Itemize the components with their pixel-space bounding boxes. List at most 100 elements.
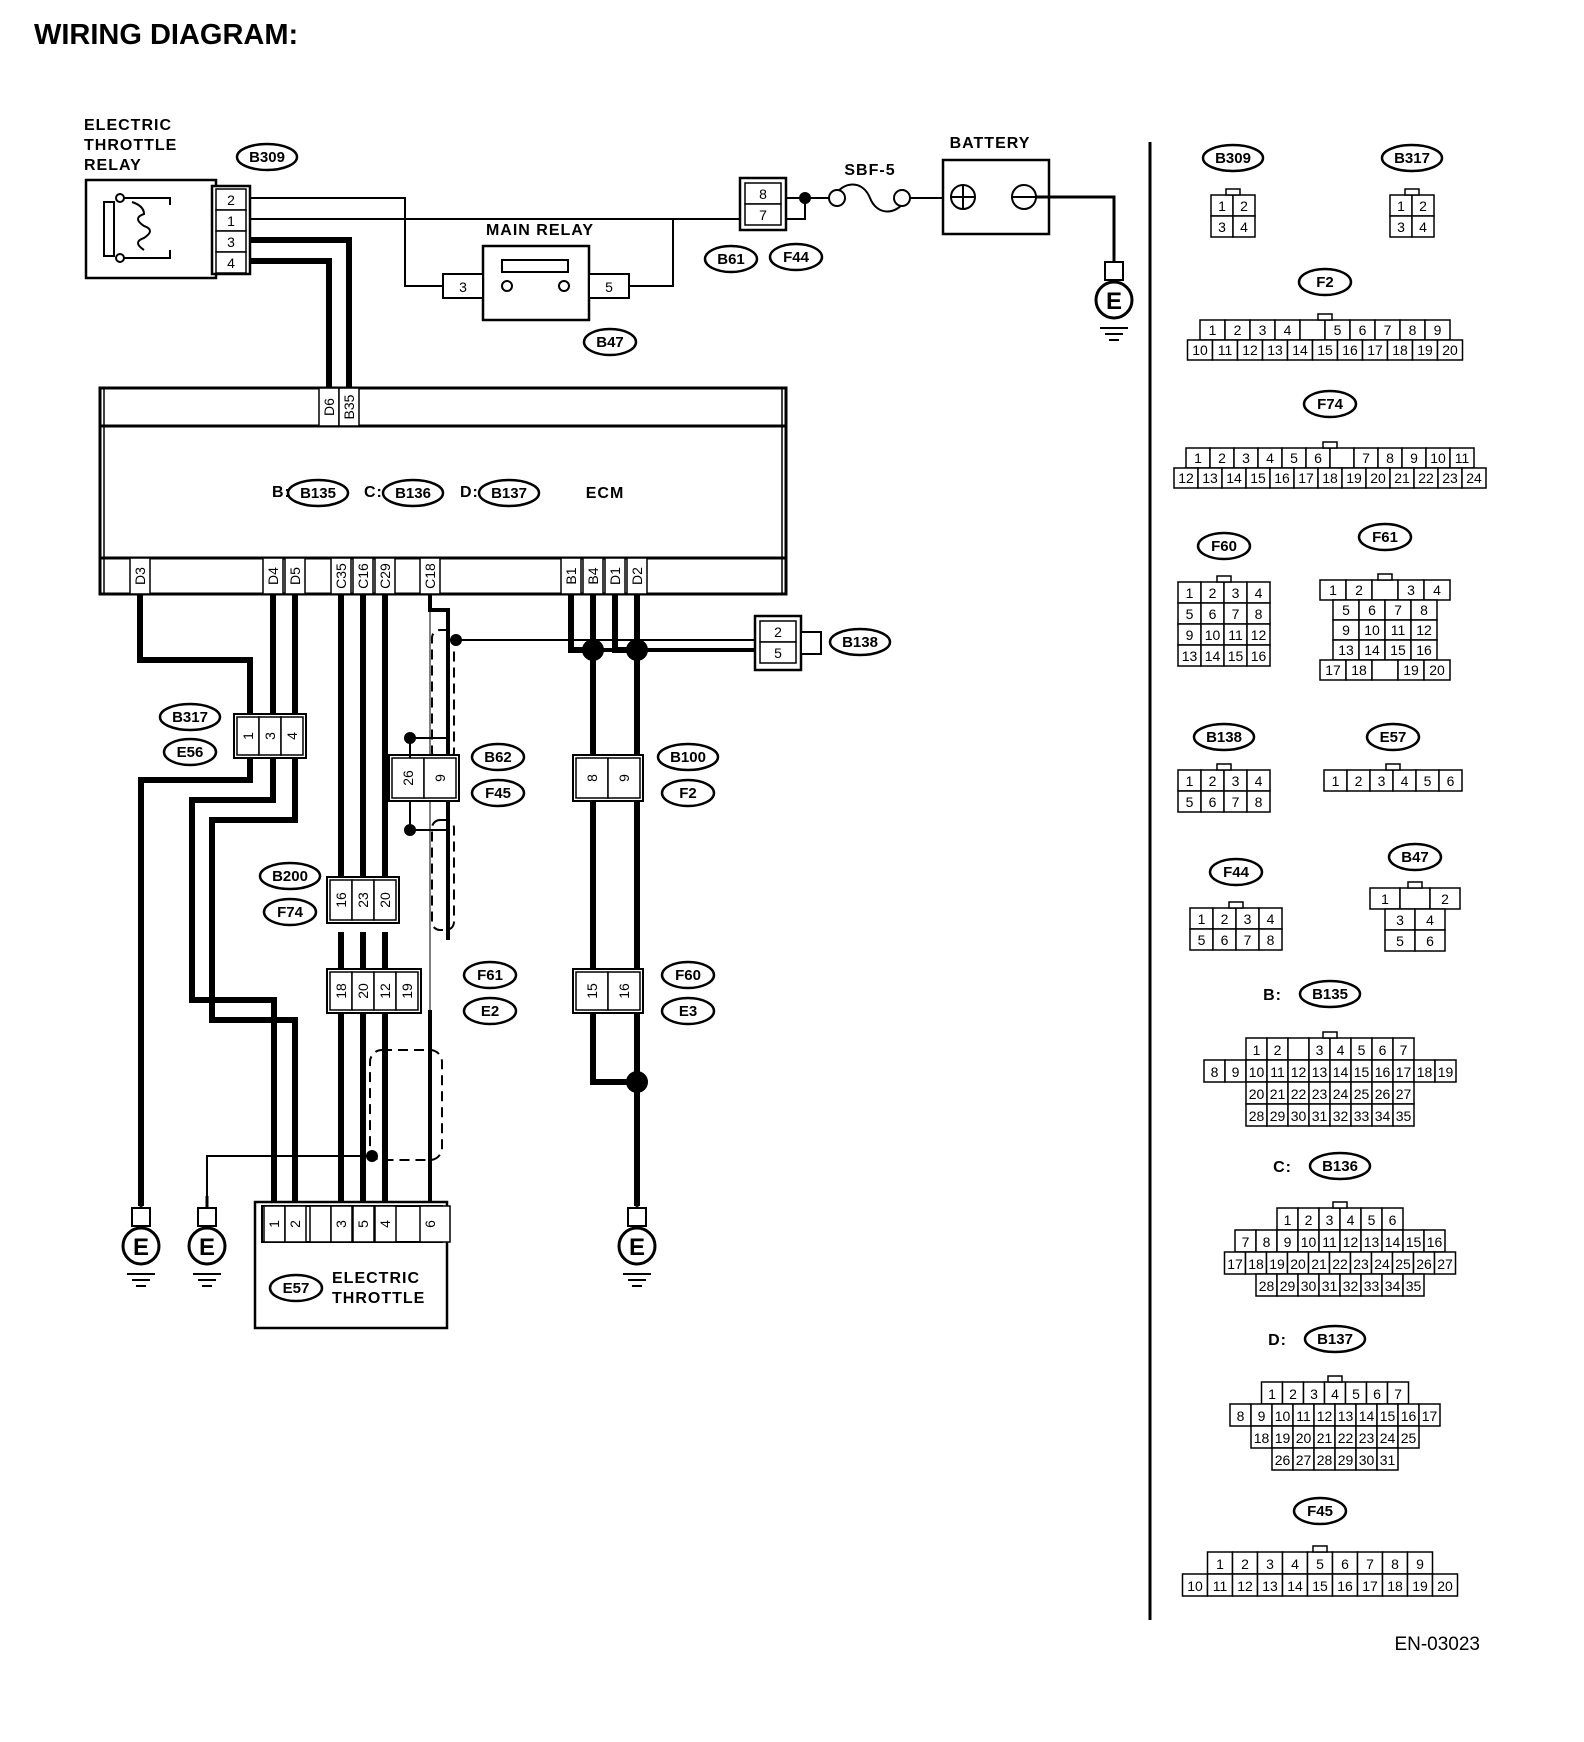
- face-f60-pin: 6: [1209, 606, 1217, 622]
- face-f44-pin: 6: [1221, 932, 1229, 948]
- face-b309-pin: 1: [1218, 198, 1226, 214]
- face-b135-pin: 26: [1375, 1086, 1391, 1102]
- face-b135-pin: 4: [1337, 1042, 1345, 1058]
- face-f60-pin: 12: [1251, 627, 1267, 643]
- face-f74-pin: 19: [1346, 470, 1362, 486]
- relay-pin: 2: [227, 192, 235, 208]
- ecm-top-pin: D6: [321, 398, 337, 416]
- relay-terminal: [115, 193, 125, 203]
- face-b317-badge: [1380, 143, 1444, 173]
- b135-ecm-badge: [286, 478, 350, 508]
- face-f74-pin: 8: [1386, 450, 1394, 466]
- face-e57-pin: 5: [1424, 773, 1432, 789]
- face-b135-pin: 9: [1232, 1064, 1240, 1080]
- face-e57-pin: 4: [1401, 773, 1409, 789]
- fuse-symbol: [832, 183, 908, 213]
- face-b135-pin: 35: [1396, 1108, 1412, 1124]
- face-f45-pin: 7: [1366, 1556, 1374, 1572]
- face-b135-pin: 5: [1358, 1042, 1366, 1058]
- face-f74-pin: 22: [1418, 470, 1434, 486]
- face-b136-pin: 24: [1374, 1256, 1390, 1272]
- ecm-bottom-pin: D5: [287, 567, 303, 585]
- face-f60-pin: 5: [1186, 606, 1194, 622]
- face-b136-pin: 35: [1406, 1278, 1422, 1294]
- face-b137-pin: 17: [1422, 1408, 1438, 1424]
- face-b137-pin: 11: [1296, 1408, 1311, 1424]
- battery-plus-sign: [951, 185, 975, 209]
- f74-label: F74: [277, 904, 304, 921]
- face-b135-pin: 17: [1396, 1064, 1412, 1080]
- face-f2-label: F2: [1316, 274, 1334, 291]
- face-b317-pin: 2: [1419, 198, 1427, 214]
- ecm-c-prefix: C:: [364, 484, 383, 501]
- face-e57-label: E57: [1380, 729, 1407, 746]
- ground-f60: E: [617, 1196, 657, 1287]
- face-f74-pin: 17: [1298, 470, 1314, 486]
- face-b135-pin: 32: [1333, 1108, 1349, 1124]
- face-f44-pin: 2: [1221, 911, 1229, 927]
- face-b135-cell: [1434, 1059, 1457, 1083]
- b62-label: B62: [484, 749, 512, 766]
- face-f60-pin: 13: [1182, 648, 1198, 664]
- b317-label: B317: [172, 709, 208, 726]
- face-b135-label: B135: [1312, 986, 1348, 1003]
- face-f74-label: F74: [1317, 396, 1344, 413]
- face-f45-pin: 18: [1387, 1578, 1403, 1594]
- face-f60-pin: 11: [1228, 627, 1243, 643]
- face-b138-pin: 5: [1186, 794, 1194, 810]
- face-b309-pin: 4: [1240, 219, 1248, 235]
- face-b317-label: B317: [1394, 150, 1430, 167]
- e57-pin: 5: [355, 1220, 371, 1228]
- face-f74-pin: 21: [1394, 470, 1410, 486]
- face-f61-pin: 6: [1368, 602, 1376, 618]
- face-f45-pin: 13: [1262, 1578, 1278, 1594]
- face-e57-badge: [1365, 722, 1421, 752]
- face-f74-pin: 12: [1178, 470, 1194, 486]
- e2-badge: [462, 996, 518, 1026]
- face-f61-pin: 13: [1338, 642, 1354, 658]
- e2-label: E2: [481, 1003, 499, 1020]
- face-b137-cell: [1376, 1447, 1399, 1471]
- face-f2-pin: 6: [1359, 322, 1367, 338]
- face-b136-pin: 32: [1343, 1278, 1359, 1294]
- f61-badge: [462, 960, 518, 990]
- face-f44-pin: 1: [1198, 911, 1206, 927]
- face-f61-pin: 19: [1403, 662, 1419, 678]
- face-b47-label: B47: [1401, 849, 1429, 866]
- face-f74-pin: 24: [1466, 470, 1482, 486]
- ecm-top-pin-cell: [338, 387, 360, 427]
- face-f74-pin: 16: [1274, 470, 1290, 486]
- face-b136-pin: 9: [1284, 1234, 1292, 1250]
- face-f44-pin: 3: [1244, 911, 1252, 927]
- face-b136-pin: 14: [1385, 1234, 1401, 1250]
- face-b136-pin: 3: [1326, 1212, 1334, 1228]
- face-f44-key: [1228, 901, 1244, 909]
- face-f61-pin: 2: [1355, 582, 1363, 598]
- face-f61-badge: [1357, 522, 1413, 552]
- b137-ecm-label: B137: [491, 485, 527, 502]
- face-b138-key: [1216, 763, 1232, 771]
- ground-battery: E: [1094, 250, 1134, 341]
- e56-label: E56: [177, 744, 204, 761]
- face-f45-pin: 11: [1213, 1578, 1228, 1594]
- shield-f45: [431, 819, 455, 931]
- face-f60-pin: 1: [1186, 585, 1194, 601]
- face-b136-prefix: C:: [1273, 1159, 1292, 1176]
- b135-ecm-label: B135: [300, 485, 336, 502]
- face-f74-cell: [1461, 467, 1487, 489]
- face-f74-pin: 5: [1290, 450, 1298, 466]
- face-f45-pin: 5: [1316, 1556, 1324, 1572]
- face-b137-pin: 8: [1237, 1408, 1245, 1424]
- face-e57-pin: 6: [1447, 773, 1455, 789]
- fuse-end: [893, 189, 911, 207]
- face-f74-pin: 9: [1410, 450, 1418, 466]
